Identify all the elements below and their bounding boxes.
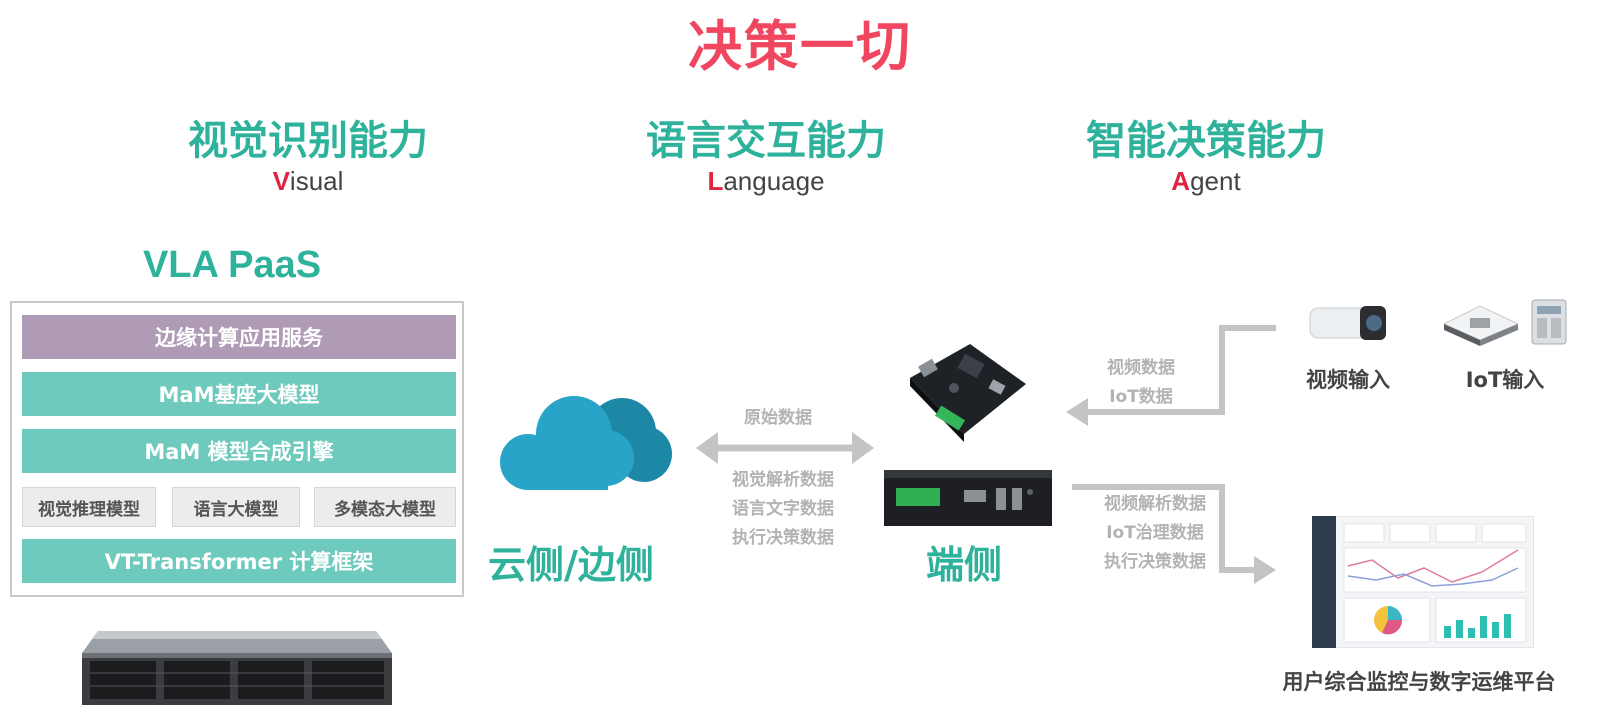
capability-agent-letter: A [1171,166,1191,196]
layer-vt-transformer: VT-Transformer 计算框架 [22,539,456,583]
layer-mam-base-model: MaM基座大模型 [22,372,456,416]
capability-language-subtitle: Language [596,166,936,197]
edge-board-image [910,344,1026,442]
flow-output-item: 执行决策数据 [1104,552,1206,572]
model-multimodal: 多模态大模型 [314,487,456,527]
layer-edge-app-service: 边缘计算应用服务 [22,315,456,359]
flow-cloud-out-item: 视觉解析数据 [732,470,834,490]
flow-raw-data: 原始数据 [744,408,812,428]
flow-output: 视频解析数据 IoT治理数据 执行决策数据 [1090,490,1220,577]
flow-output-item: IoT治理数据 [1106,523,1204,543]
server-image [82,631,392,705]
capability-agent-subtitle: Agent [1036,166,1376,197]
iot-input-label: IoT输入 [1465,368,1545,392]
flow-input-item: 视频数据 [1107,358,1175,378]
layer-mam-synthesis-engine: MaM 模型合成引擎 [22,429,456,473]
capability-language-rest: anguage [723,166,825,196]
capability-agent-rest: gent [1190,166,1241,196]
ceiling-ac-image [1442,305,1520,346]
capability-visual-subtitle: Visual [138,166,478,197]
flow-cloud-out-item: 语言文字数据 [732,499,834,519]
flow-input-item: IoT数据 [1109,387,1173,407]
platform-label: 用户综合监控与数字运维平台 [1282,670,1556,694]
video-input-label: 视频输入 [1306,368,1390,392]
paas-title: VLA PaaS [142,244,322,286]
capability-visual-rest: isual [289,166,344,196]
capability-agent-title: 智能决策能力 [1086,118,1326,164]
capability-visual-letter: V [272,166,290,196]
edge-side-label: 端侧 [926,543,1003,587]
model-language: 语言大模型 [172,487,300,527]
dashboard-image [1312,516,1534,648]
capability-visual-title: 视觉识别能力 [188,118,428,164]
cloud-icon [500,396,672,490]
model-visual-reasoning: 视觉推理模型 [22,487,156,527]
cloud-edge-label: 云侧/边侧 [488,543,654,587]
camera-image [1309,306,1386,340]
control-panel-image [1531,299,1567,345]
capability-language-title: 语言交互能力 [646,118,886,164]
page-title: 决策一切 [688,15,912,78]
capability-language-letter: L [707,166,724,196]
edge-box-image [884,470,1052,526]
flow-cloud-out-item: 执行决策数据 [732,528,834,548]
flow-output-item: 视频解析数据 [1104,494,1206,514]
flow-cloud-out: 视觉解析数据 语言文字数据 执行决策数据 [718,466,848,553]
flow-input: 视频数据 IoT数据 [1096,354,1186,412]
paas-stack: 边缘计算应用服务 MaM基座大模型 MaM 模型合成引擎 视觉推理模型 语言大模… [10,301,464,597]
